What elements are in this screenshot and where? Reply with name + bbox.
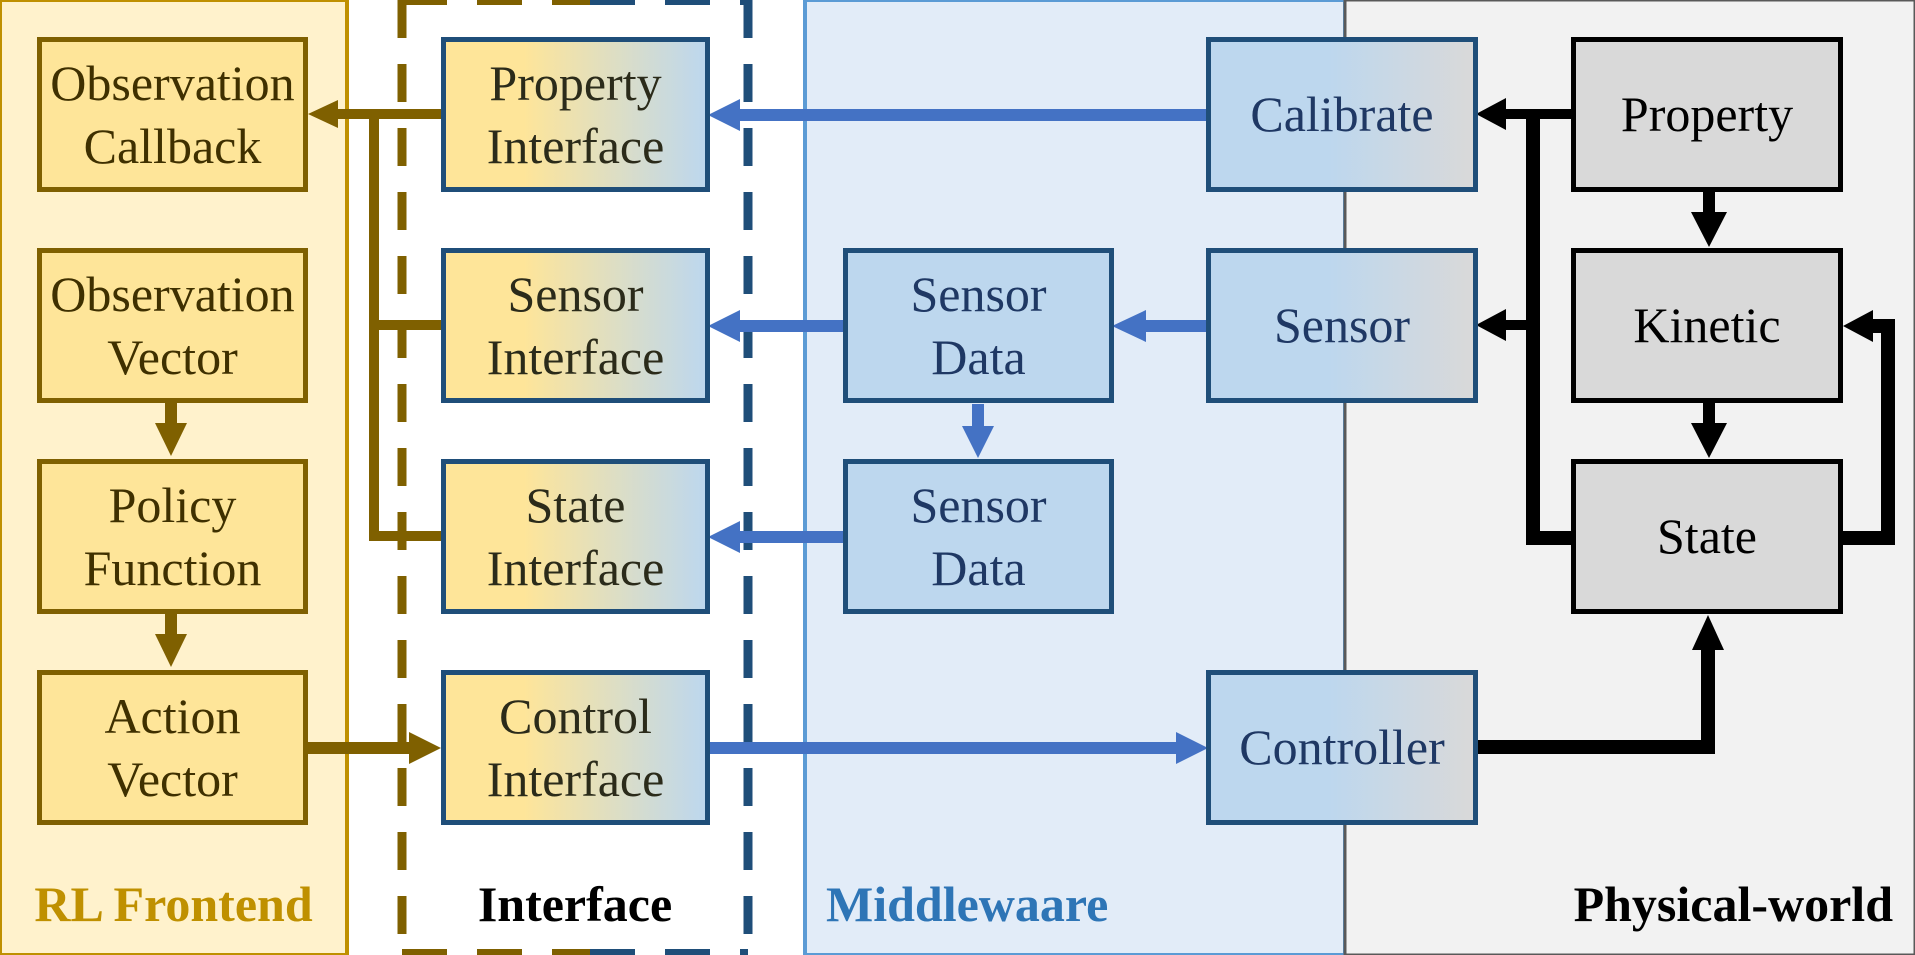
arrowhead-sensor-interface — [708, 310, 740, 342]
arrowhead-property-interface — [708, 99, 740, 131]
controller-label: Controller — [1239, 719, 1445, 775]
sensor-data-label-1: Sensor Data — [910, 265, 1047, 385]
middleware-title: Middlewaare — [826, 876, 1109, 932]
arrowhead-state-from-controller — [1692, 615, 1724, 650]
property-label: Property — [1620, 86, 1794, 142]
sensor-data-label-2: Sensor Data — [910, 476, 1047, 596]
kinetic-node: Kinetic — [1571, 248, 1843, 403]
arrowhead-observation-callback — [308, 100, 338, 128]
property-interface-node: Property Interface — [441, 37, 710, 192]
property-node: Property — [1571, 37, 1843, 192]
property-interface-label: Property Interface — [486, 54, 665, 174]
arrowhead-action-vector — [155, 634, 187, 667]
brown-connectors — [155, 100, 441, 764]
policy-function-label: Policy Function — [83, 476, 262, 596]
rl-frontend-title: RL Frontend — [34, 876, 313, 932]
observation-callback-label: Observation Callback — [50, 54, 295, 174]
state-label: State — [1657, 508, 1757, 564]
arrowhead-sensor-data-2 — [962, 426, 994, 458]
sensor-data-node-1: Sensor Data — [843, 248, 1114, 403]
black-connectors — [1475, 98, 1895, 754]
observation-vector-label: Observation Vector — [50, 265, 295, 385]
action-vector-node: Action Vector — [37, 670, 308, 825]
arrowhead-state-interface — [708, 521, 740, 553]
blue-connectors — [708, 99, 1208, 764]
observation-callback-node: Observation Callback — [37, 37, 308, 192]
calibrate-node: Calibrate — [1206, 37, 1478, 192]
sensor-data-node-2: Sensor Data — [843, 459, 1114, 614]
arrowhead-sensor-data-1 — [1112, 310, 1146, 342]
state-node: State — [1571, 459, 1843, 614]
sensor-label: Sensor — [1273, 297, 1411, 353]
control-interface-label: Control Interface — [486, 687, 665, 807]
state-interface-label: State Interface — [486, 476, 665, 596]
arrowhead-policy-function — [155, 423, 187, 456]
sensor-node: Sensor — [1206, 248, 1478, 403]
arrowhead-kinetic-loop — [1843, 310, 1873, 342]
calibrate-label: Calibrate — [1250, 86, 1434, 142]
observation-vector-node: Observation Vector — [37, 248, 308, 403]
arrowhead-calibrate — [1476, 98, 1506, 130]
physical-world-title: Physical-world — [1573, 876, 1893, 932]
arrowhead-kinetic — [1691, 212, 1727, 247]
action-vector-label: Action Vector — [104, 687, 241, 807]
control-interface-node: Control Interface — [441, 670, 710, 825]
sensor-interface-node: Sensor Interface — [441, 248, 710, 403]
arrowhead-control-interface — [409, 732, 441, 764]
kinetic-label: Kinetic — [1633, 297, 1781, 353]
state-interface-node: State Interface — [441, 459, 710, 614]
arrowhead-sensor — [1476, 309, 1506, 341]
arrowhead-controller — [1176, 732, 1208, 764]
policy-function-node: Policy Function — [37, 459, 308, 614]
sensor-interface-label: Sensor Interface — [486, 265, 665, 385]
interface-title: Interface — [477, 876, 673, 932]
controller-node: Controller — [1206, 670, 1478, 825]
arrowhead-state — [1691, 423, 1727, 458]
